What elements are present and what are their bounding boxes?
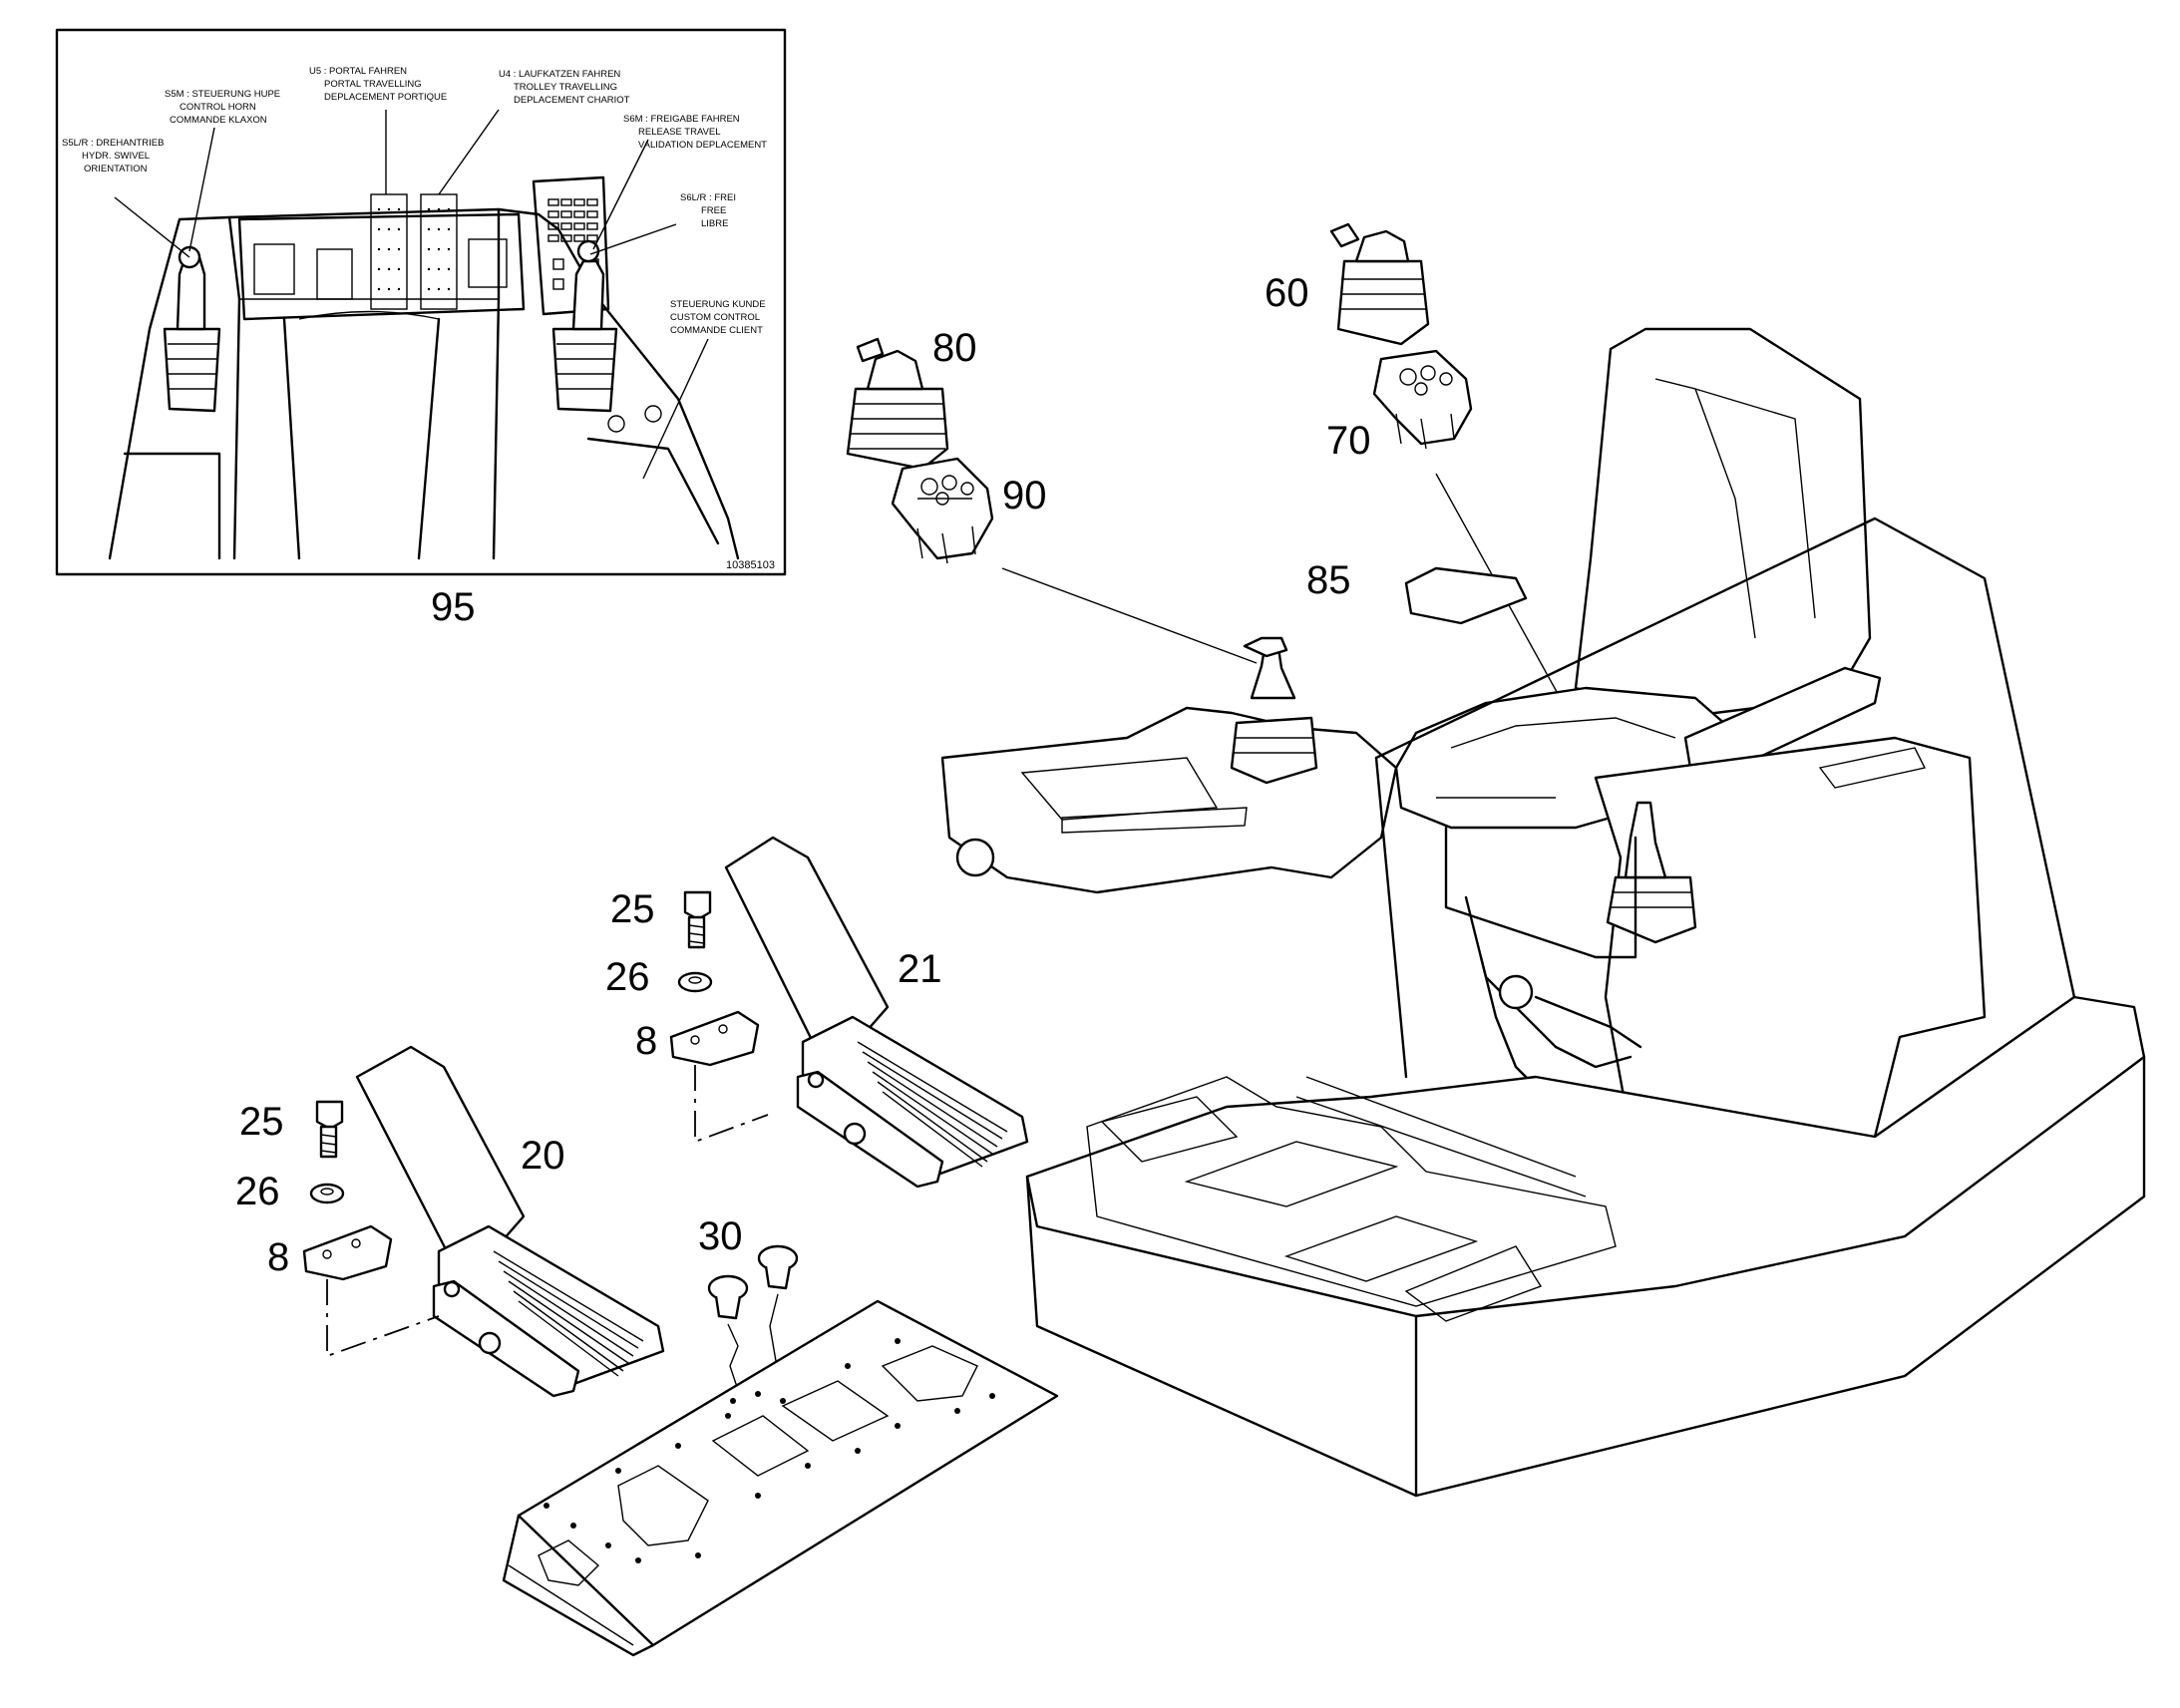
callout-u5: U5 : PORTAL FAHREN PORTAL TRAVELLING DEP… <box>309 66 447 103</box>
svg-text:S6L/R : FREI: S6L/R : FREI <box>680 192 736 203</box>
label-21: 21 <box>898 947 942 991</box>
svg-text:HYDR. SWIVEL: HYDR. SWIVEL <box>82 151 150 162</box>
svg-text:S6M : FREIGABE FAHREN: S6M : FREIGABE FAHREN <box>623 114 740 125</box>
label-26-lower: 26 <box>235 1170 280 1213</box>
joystick-base-70-icon <box>1372 349 1473 450</box>
inset-control-panel-icon <box>532 175 610 316</box>
callout-s6m: S6M : FREIGABE FAHREN RELEASE TRAVEL VAL… <box>623 114 767 151</box>
label-80: 80 <box>932 326 977 370</box>
svg-text:DEPLACEMENT PORTIQUE: DEPLACEMENT PORTIQUE <box>324 92 447 103</box>
callout-custom-control: STEUERUNG KUNDE CUSTOM CONTROL COMMANDE … <box>670 299 766 336</box>
inset-panel: S5L/R : DREHANTRIEB HYDR. SWIVEL ORIENTA… <box>55 28 787 576</box>
svg-text:FREE: FREE <box>701 205 726 216</box>
svg-text:S5M : STEUERUNG HUPE: S5M : STEUERUNG HUPE <box>165 89 280 100</box>
svg-text:COMMANDE KLAXON: COMMANDE KLAXON <box>170 115 267 126</box>
label-60: 60 <box>1265 271 1309 315</box>
joystick-base-90-icon <box>891 457 994 564</box>
label-90: 90 <box>1002 474 1047 517</box>
leader-90 <box>1001 567 1258 664</box>
svg-text:U5 : PORTAL FAHREN: U5 : PORTAL FAHREN <box>309 66 407 77</box>
pedal-21-fasteners-icon <box>669 890 769 1144</box>
label-20: 20 <box>521 1134 565 1178</box>
label-8-lower: 8 <box>267 1235 289 1279</box>
inset-joystick-right-icon <box>551 239 618 413</box>
label-70: 70 <box>1326 419 1371 463</box>
svg-text:ORIENTATION: ORIENTATION <box>84 164 148 174</box>
label-26-upper: 26 <box>605 955 650 999</box>
pedal-21-icon <box>724 836 1029 1189</box>
callout-u4: U4 : LAUFKATZEN FAHREN TROLLEY TRAVELLIN… <box>499 69 630 106</box>
floor-plate-icon <box>502 1299 1059 1657</box>
joystick-boot-80-icon <box>846 337 949 471</box>
pedal-20-icon <box>355 1045 665 1398</box>
svg-text:LIBRE: LIBRE <box>701 218 728 229</box>
inset-joystick-left-icon <box>163 245 221 413</box>
part-number-labels: 95 80 90 60 70 85 25 26 8 21 25 26 8 20 … <box>235 271 1371 1279</box>
callout-s6lr: S6L/R : FREI FREE LIBRE <box>680 192 736 229</box>
pedal-20-fasteners-icon <box>302 1100 440 1358</box>
svg-text:S5L/R : DREHANTRIEB: S5L/R : DREHANTRIEB <box>62 138 164 149</box>
svg-text:PORTAL TRAVELLING: PORTAL TRAVELLING <box>324 79 422 90</box>
svg-text:VALIDATION DEPLACEMENT: VALIDATION DEPLACEMENT <box>638 140 767 151</box>
svg-text:RELEASE TRAVEL: RELEASE TRAVEL <box>638 127 721 138</box>
drawing-number: 10385103 <box>726 559 775 571</box>
joystick-boot-60-icon <box>1329 222 1430 346</box>
svg-text:COMMANDE CLIENT: COMMANDE CLIENT <box>670 325 763 336</box>
svg-text:CUSTOM CONTROL: CUSTOM CONTROL <box>670 312 760 323</box>
svg-text:STEUERUNG KUNDE: STEUERUNG KUNDE <box>670 299 766 310</box>
svg-text:CONTROL HORN: CONTROL HORN <box>180 102 256 113</box>
label-25-upper: 25 <box>610 887 655 931</box>
svg-text:TROLLEY TRAVELLING: TROLLEY TRAVELLING <box>514 82 617 93</box>
svg-text:DEPLACEMENT CHARIOT: DEPLACEMENT CHARIOT <box>514 95 630 106</box>
plug-caps-30-icon <box>707 1244 799 1397</box>
inset-pedal-left-icon <box>370 193 408 310</box>
operator-seat-console-icon <box>940 327 2146 1498</box>
label-8-upper: 8 <box>635 1019 657 1063</box>
callout-s5m: S5M : STEUERUNG HUPE CONTROL HORN COMMAN… <box>165 89 280 126</box>
svg-text:U4 : LAUFKATZEN FAHREN: U4 : LAUFKATZEN FAHREN <box>499 69 620 80</box>
label-85: 85 <box>1306 558 1351 602</box>
label-30: 30 <box>698 1214 743 1258</box>
label-25-lower: 25 <box>239 1100 284 1144</box>
callout-s5lr: S5L/R : DREHANTRIEB HYDR. SWIVEL ORIENTA… <box>62 138 164 174</box>
label-95: 95 <box>431 585 476 629</box>
